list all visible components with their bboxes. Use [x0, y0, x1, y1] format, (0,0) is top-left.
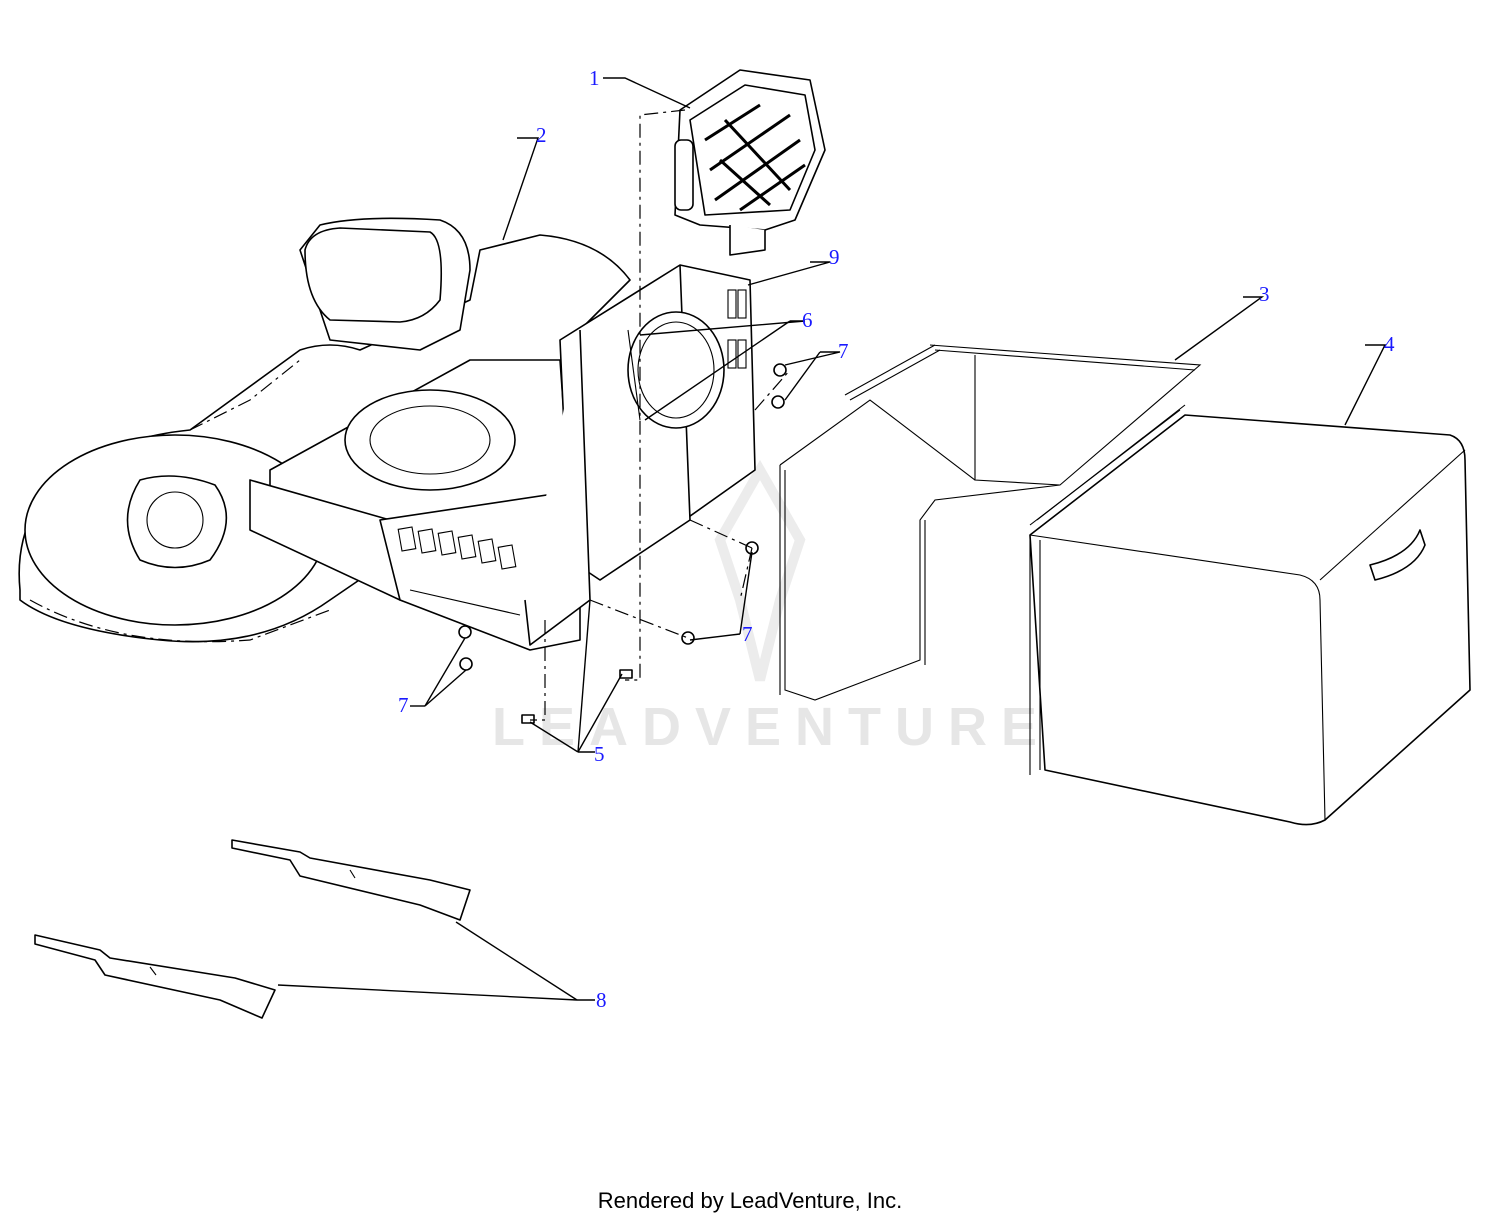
callout-6[interactable]: 6: [802, 308, 813, 332]
part-blade-upper[interactable]: [231, 839, 471, 921]
callout-3[interactable]: 3: [1259, 282, 1270, 306]
watermark-logo: [714, 459, 806, 682]
callout-7-upper[interactable]: 7: [838, 339, 849, 363]
callout-labels: 1 2 3 4 5 6 7 7 7 8 9: [398, 66, 1395, 1012]
callout-4[interactable]: 4: [1384, 332, 1395, 356]
part-bag-frame[interactable]: [779, 344, 1202, 701]
callout-8[interactable]: 8: [596, 988, 607, 1012]
callout-1[interactable]: 1: [589, 66, 600, 90]
part-grass-bag[interactable]: [1029, 404, 1471, 826]
footer-credit: Rendered by LeadVenture, Inc.: [598, 1188, 903, 1213]
callout-7-lower[interactable]: 7: [398, 693, 409, 717]
watermark-text: LEADVENTURE: [492, 697, 1051, 757]
height-adjust-slots: [397, 526, 517, 570]
callout-7-middle[interactable]: 7: [742, 622, 753, 646]
assembly-lines: [530, 109, 791, 721]
leader-lines: [277, 77, 1387, 1001]
part-discharge-chute-housing[interactable]: [524, 264, 756, 646]
door-hatching: [704, 103, 806, 212]
callout-5[interactable]: 5: [594, 742, 605, 766]
callout-9[interactable]: 9: [829, 245, 840, 269]
callout-2[interactable]: 2: [536, 123, 547, 147]
part-chute-door[interactable]: [674, 69, 826, 256]
part-blade-lower[interactable]: [34, 934, 276, 1019]
